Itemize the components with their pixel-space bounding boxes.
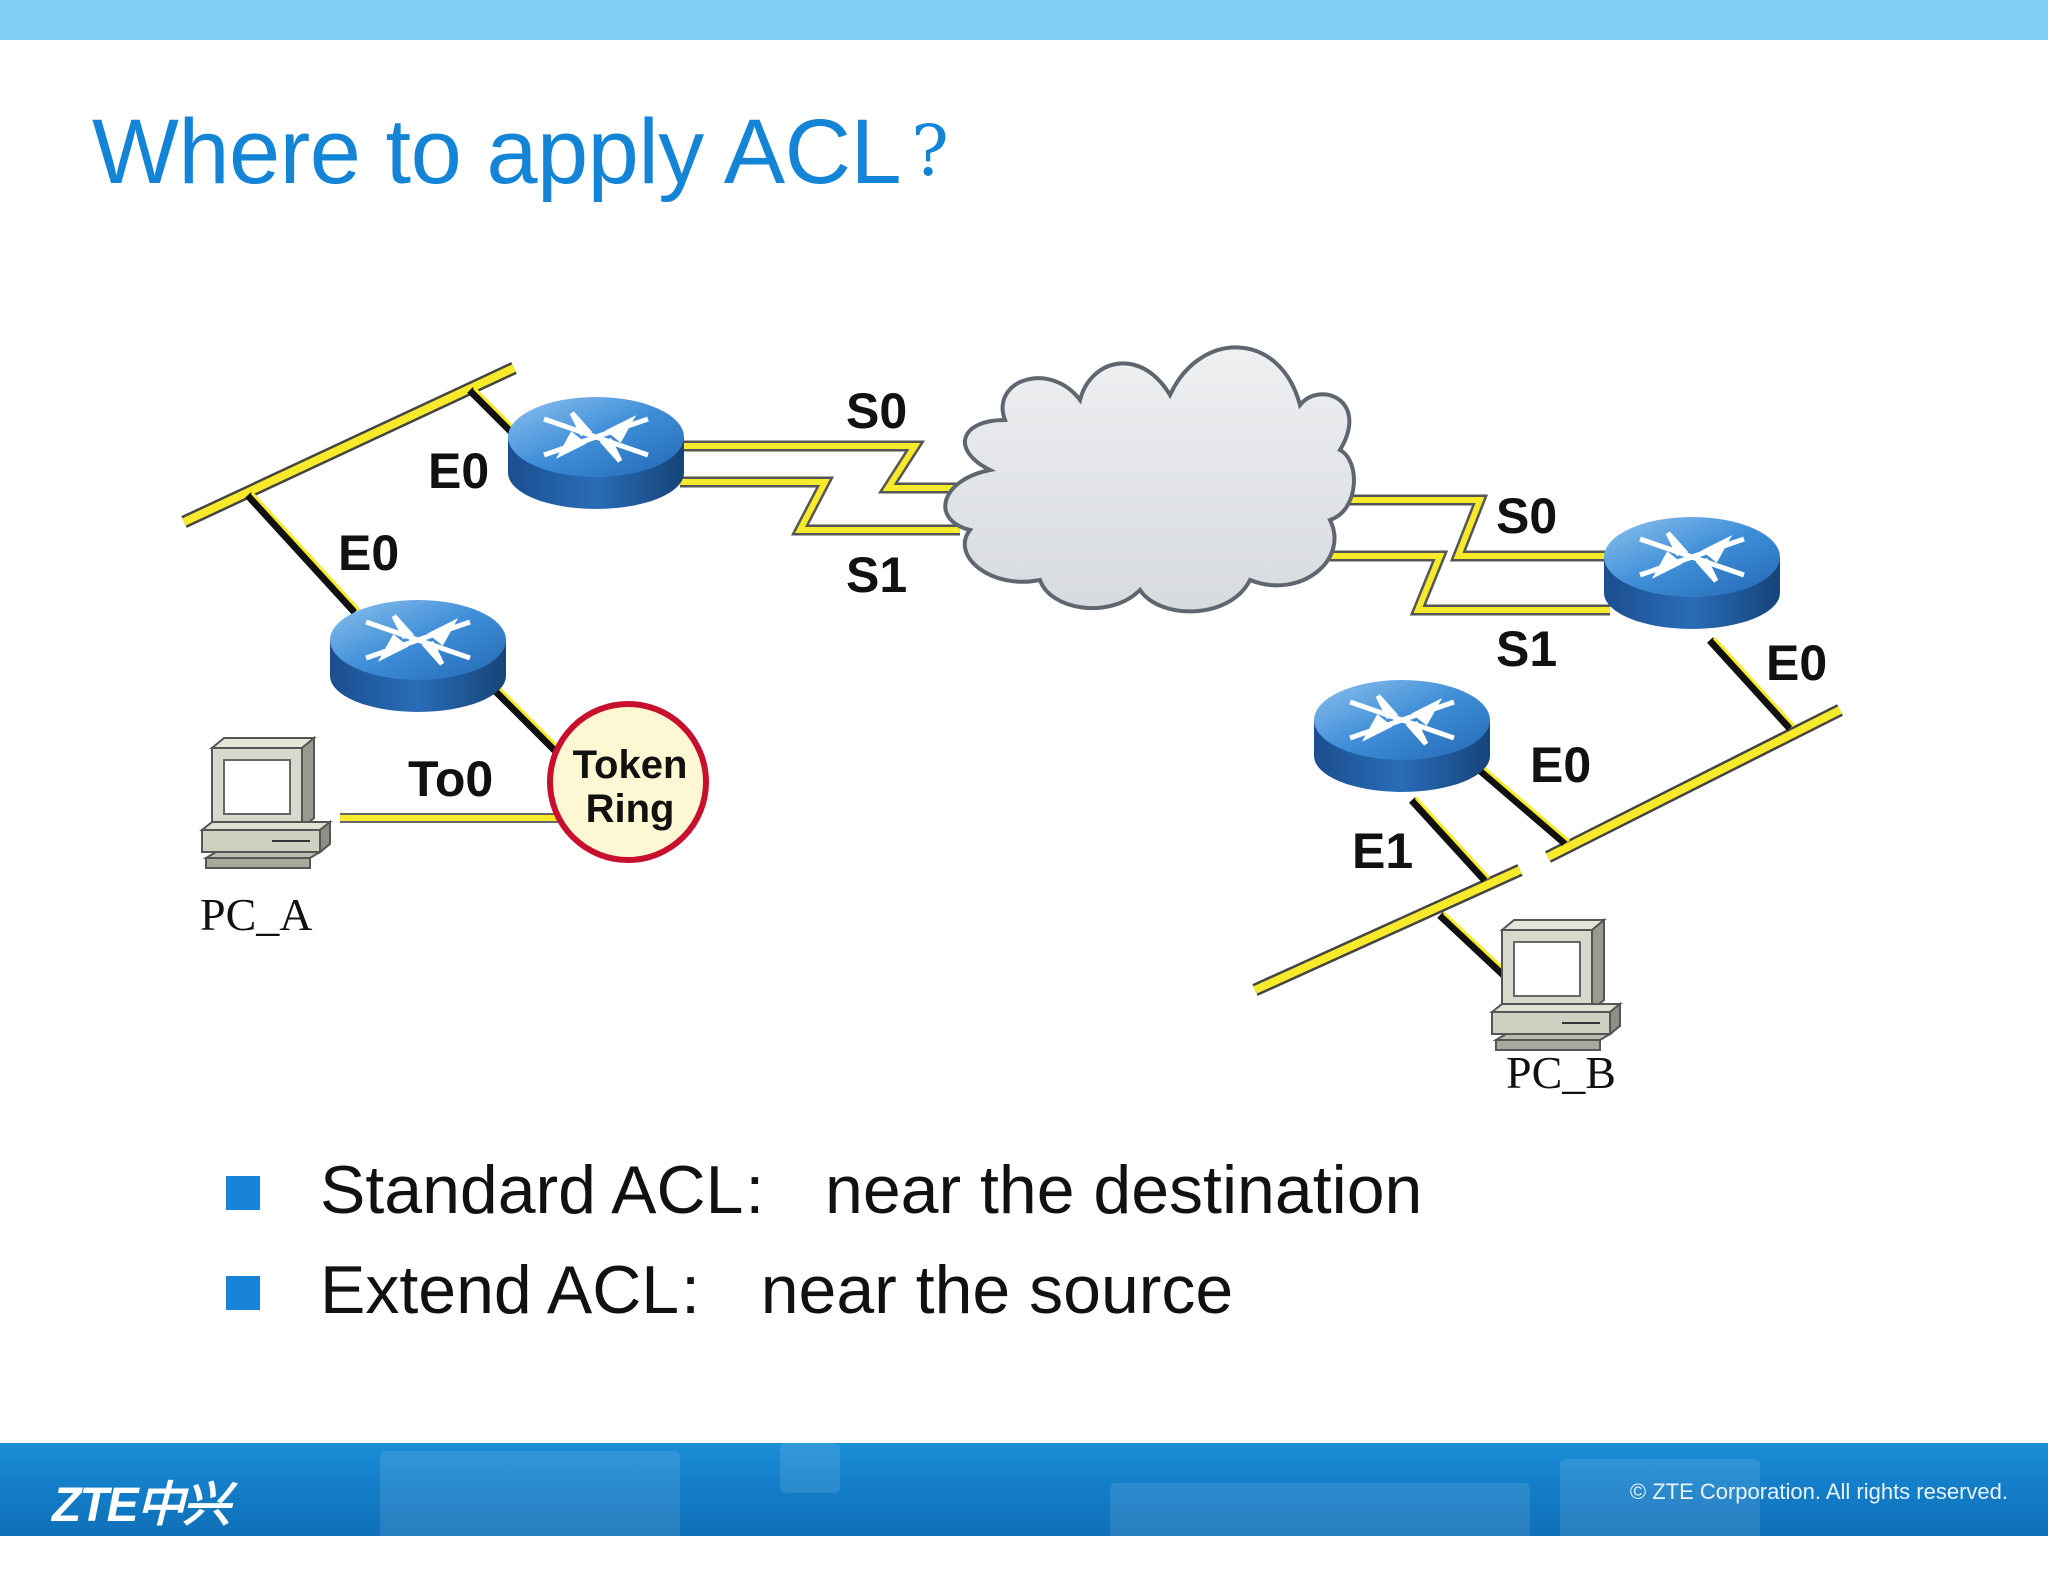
label-r4-e1: E1 [1352, 823, 1413, 879]
bullet-text: Extend ACL: near the source [320, 1250, 1233, 1330]
bullet-term: Standard ACL [320, 1152, 744, 1228]
bullet-square-icon [226, 1176, 260, 1210]
label-r4-e0: E0 [1530, 737, 1591, 793]
label-pc-b: PC_B [1506, 1047, 1616, 1098]
footer-decoration [780, 1443, 840, 1493]
bullet-extend-acl: Extend ACL: near the source [226, 1250, 1233, 1350]
bullet-list: Standard ACL: near the destination Exten… [226, 1150, 1422, 1350]
page-title-text: Where to apply ACL [92, 101, 902, 203]
bullet-description: near the destination [825, 1152, 1423, 1228]
page-title: Where to apply ACL? [92, 100, 949, 205]
router-icon-2 [330, 600, 506, 712]
footer-bar: ZTE中兴 © ZTE Corporation. All rights rese… [0, 1443, 2048, 1536]
label-r3-s1: S1 [1496, 621, 1557, 677]
title-question-mark: ? [911, 110, 949, 192]
label-r1-s1: S1 [846, 547, 907, 603]
label-r2-to0: To0 [408, 751, 493, 807]
pc-b-icon [1491, 919, 1621, 1051]
label-r3-e0: E0 [1766, 635, 1827, 691]
label-r2-e0: E0 [338, 525, 399, 581]
bullet-separator: : [681, 1252, 701, 1328]
network-diagram: Token Ring E0 S0 S1 E0 To0 S0 S1 E0 E0 E… [181, 345, 1843, 1098]
bullet-separator: : [745, 1152, 765, 1228]
bullet-text: Standard ACL: near the destination [320, 1150, 1422, 1230]
label-r1-e0: E0 [428, 443, 489, 499]
token-ring-label-1: Token [573, 743, 688, 787]
top-banner [0, 0, 2048, 40]
token-ring: Token Ring [547, 701, 709, 863]
bullet-standard-acl: Standard ACL: near the destination [226, 1150, 1422, 1250]
label-r1-s0: S0 [846, 383, 907, 439]
bullet-term: Extend ACL [320, 1252, 680, 1328]
ethernet-segment-left [181, 362, 517, 528]
bullet-square-icon [226, 1276, 260, 1310]
token-ring-label-2: Ring [586, 787, 675, 831]
serial-link-right-s0 [1330, 494, 1610, 562]
label-r3-s0: S0 [1496, 488, 1557, 544]
footer-decoration [1110, 1483, 1530, 1536]
serial-link-left-s0 [680, 440, 960, 494]
label-pc-a: PC_A [200, 889, 312, 940]
ethernet-segment-bottom [1252, 864, 1523, 996]
serial-link-right-s1 [1330, 550, 1610, 616]
router-icon-3 [1604, 517, 1780, 629]
ethernet-segment-right [1545, 704, 1843, 863]
zte-logo: ZTE中兴 [52, 1479, 231, 1532]
pc-a-icon [201, 737, 331, 869]
wan-cloud [943, 345, 1356, 614]
router-icon-4 [1314, 680, 1490, 792]
router-icon-1 [508, 397, 684, 509]
footer-decoration [380, 1451, 680, 1536]
bullet-description: near the source [760, 1252, 1234, 1328]
copyright-notice: © ZTE Corporation. All rights reserved. [1629, 1479, 2008, 1504]
serial-link-left-s1 [680, 476, 960, 536]
footer-decoration [1560, 1459, 1760, 1536]
